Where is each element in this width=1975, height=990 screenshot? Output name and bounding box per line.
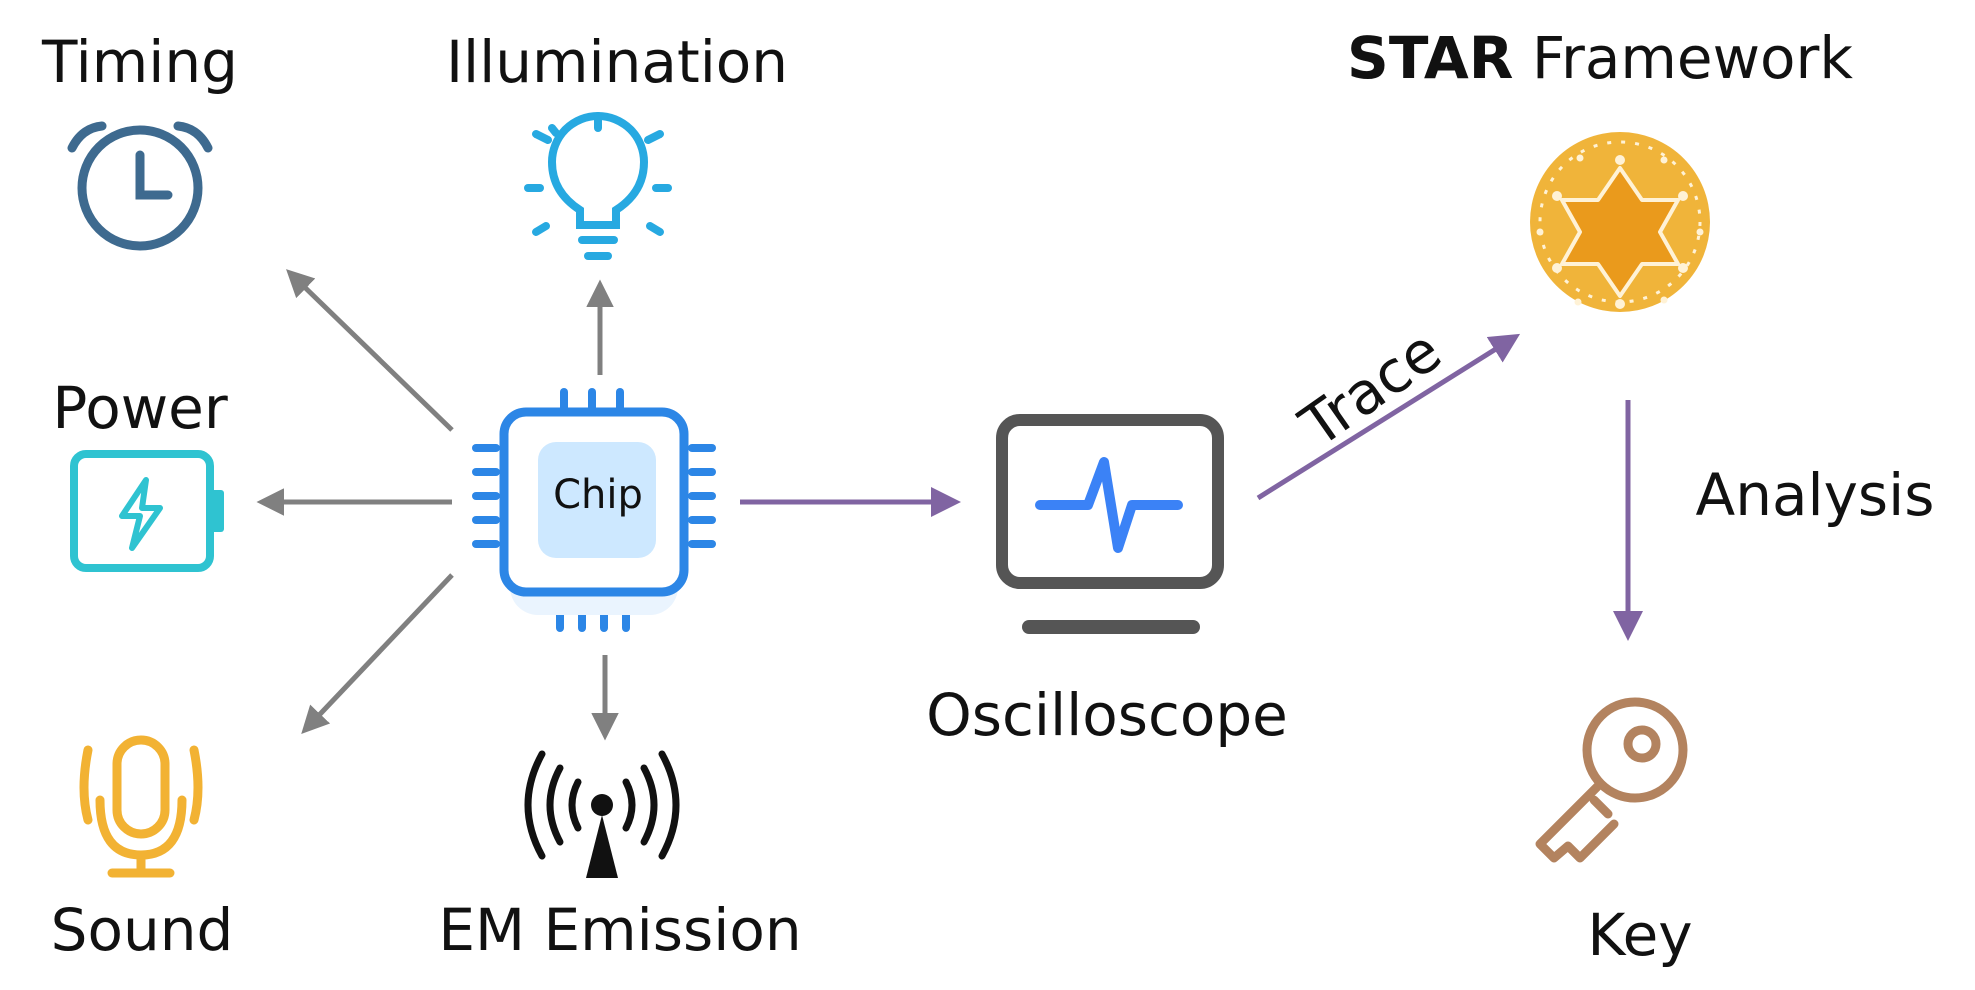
oscilloscope-label: Oscilloscope <box>926 681 1288 749</box>
antenna-broadcast-icon <box>524 750 680 878</box>
arrow-trace-to-framework <box>1256 333 1521 501</box>
flow-arrows <box>740 333 1643 641</box>
framework-label-bold: STAR <box>1347 24 1513 92</box>
star-network-badge-icon <box>1530 132 1710 312</box>
leakage-arrows <box>256 269 619 741</box>
monitor-waveform-icon <box>996 414 1224 634</box>
battery-charging-icon <box>70 450 224 572</box>
power-label: Power <box>52 374 228 442</box>
microphone-icon <box>79 735 203 878</box>
framework-label-rest: Framework <box>1513 24 1853 92</box>
cpu-chip-icon: Chip <box>472 388 716 632</box>
sound-label: Sound <box>51 896 234 964</box>
em-emission-label: EM Emission <box>438 896 801 964</box>
illumination-label: Illumination <box>446 28 788 96</box>
arrow-to-timing <box>286 269 454 432</box>
analysis-label: Analysis <box>1696 461 1935 529</box>
key-icon <box>1535 697 1688 863</box>
timing-label: Timing <box>41 28 238 96</box>
key-label: Key <box>1587 901 1692 969</box>
arrow-to-sound <box>301 573 454 734</box>
chip-label: Chip <box>553 472 643 518</box>
framework-label: STAR Framework <box>1347 24 1853 92</box>
light-bulb-icon <box>524 112 672 260</box>
alarm-clock-icon <box>67 121 213 251</box>
